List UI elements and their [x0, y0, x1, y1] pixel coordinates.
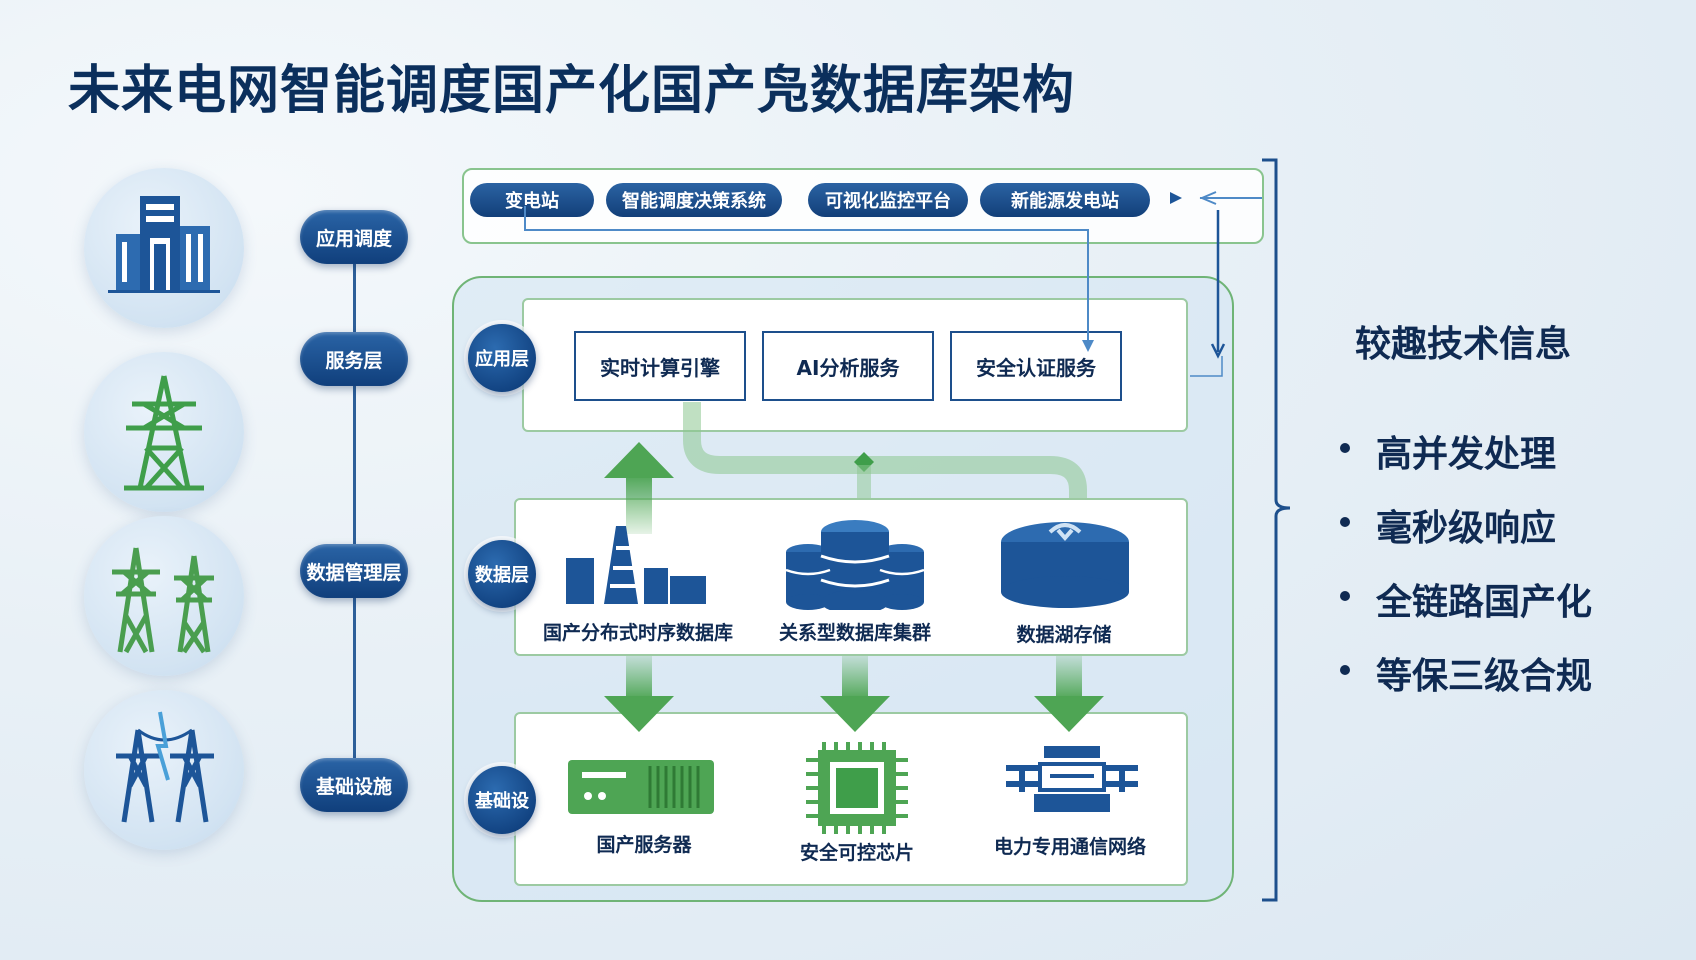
layer-timeline-line: [353, 225, 356, 785]
building-icon: [84, 168, 244, 328]
twin-towers-icon: [84, 516, 244, 676]
tech-info-item: 等保三级合规: [1340, 647, 1592, 721]
badge-data-layer: 数据层: [468, 540, 536, 608]
left-layer-data-management: 数据管理层: [300, 544, 408, 598]
secure-chip-icon: [806, 742, 908, 834]
left-layer-service: 服务层: [300, 332, 408, 386]
chip-substation: 变电站: [470, 183, 594, 217]
caption-data-lake: 数据湖存储: [1016, 624, 1112, 646]
communication-network-icon: [1006, 746, 1138, 812]
badge-app-layer: 应用层: [468, 324, 536, 392]
tech-info-title: 较趣技术信息: [1355, 324, 1572, 365]
service-security-auth: 安全认证服务: [950, 331, 1122, 401]
caption-domestic-server: 国产服务器: [596, 834, 692, 856]
chip-monitoring-platform: 可视化监控平台: [808, 183, 968, 217]
service-ai-analysis: AI分析服务: [762, 331, 934, 401]
server-icon: [568, 760, 714, 814]
left-layer-infrastructure: 基础设施: [300, 758, 408, 812]
data-lake-storage-icon: [1001, 522, 1129, 608]
relational-db-cluster-icon: [785, 520, 925, 610]
badge-infra-layer: 基础设: [468, 766, 536, 834]
timeseries-db-icon: [566, 526, 706, 604]
caption-power-network: 电力专用通信网络: [993, 836, 1147, 858]
tech-info-item: 毫秒级响应: [1340, 499, 1592, 573]
caption-secure-chip: 安全可控芯片: [799, 842, 915, 864]
service-realtime-compute: 实时计算引擎: [574, 331, 746, 401]
page-title: 未来电网智能调度国产化国产凫数据库架构: [68, 61, 1076, 121]
tech-info-list: 高并发处理 毫秒级响应 全链路国产化 等保三级合规: [1340, 425, 1592, 721]
transmission-tower-icon: [84, 352, 244, 512]
chip-new-energy-station: 新能源发电站: [980, 183, 1150, 217]
tech-info-item: 全链路国产化: [1340, 573, 1592, 647]
left-layer-app-dispatch: 应用调度: [300, 210, 408, 264]
chip-dispatch-system: 智能调度决策系统: [606, 183, 782, 217]
caption-relational-db: 关系型数据库集群: [778, 622, 932, 644]
power-line-icon: [84, 690, 244, 850]
tech-info-item: 高并发处理: [1340, 425, 1592, 499]
caption-timeseries-db: 国产分布式时序数据库: [542, 622, 734, 644]
